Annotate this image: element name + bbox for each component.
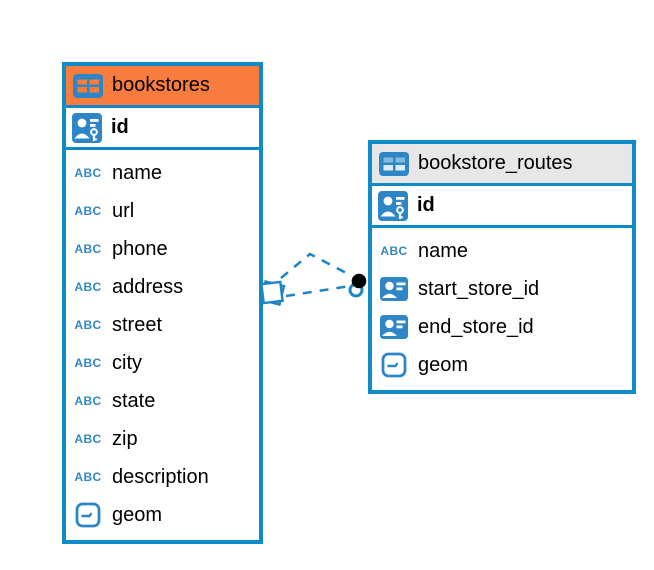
person-key-icon: [378, 190, 408, 221]
column-type-icon-slot: [379, 352, 409, 378]
column-label: state: [112, 389, 156, 412]
abc-icon: ABC: [74, 470, 102, 484]
column-label: street: [112, 313, 163, 336]
column-label: geom: [418, 353, 469, 376]
abc-icon: ABC: [74, 166, 102, 180]
column-row-address[interactable]: ABC address: [66, 268, 259, 306]
column-type-icon-slot: ABC: [73, 394, 103, 408]
column-row-description[interactable]: ABC description: [66, 458, 259, 496]
primary-key-row-id[interactable]: id: [66, 108, 259, 150]
connector-dot-marker[interactable]: [348, 273, 367, 298]
column-label: name: [418, 239, 469, 262]
column-row-phone[interactable]: ABC phone: [66, 230, 259, 268]
table-icon: [73, 73, 103, 98]
column-row-name[interactable]: ABC name: [66, 154, 259, 192]
column-row-city[interactable]: ABC city: [66, 344, 259, 382]
person-icon: [380, 277, 408, 301]
person-icon: [380, 315, 408, 339]
table-icon: [379, 151, 409, 176]
relationship-line-lower[interactable]: [285, 284, 351, 298]
column-row-geom[interactable]: geom: [372, 346, 632, 384]
primary-key-label: id: [417, 194, 435, 216]
geometry-icon: [75, 502, 101, 528]
column-row-start_store_id[interactable]: start_store_id: [372, 270, 632, 308]
primary-key-icon-slot: [72, 112, 102, 143]
abc-icon: ABC: [74, 394, 102, 408]
abc-icon: ABC: [74, 432, 102, 446]
column-type-icon-slot: ABC: [73, 166, 103, 180]
abc-icon: ABC: [74, 242, 102, 256]
column-label: phone: [112, 237, 168, 260]
column-type-icon-slot: ABC: [73, 318, 103, 332]
relationship-connector: [259, 252, 367, 306]
column-type-icon-slot: [379, 277, 409, 301]
column-row-geom[interactable]: geom: [66, 496, 259, 534]
column-label: url: [112, 199, 135, 222]
column-label: start_store_id: [418, 277, 540, 300]
connector-squares-marker[interactable]: [259, 280, 286, 306]
relationship-line-upper[interactable]: [280, 252, 353, 280]
column-type-icon-slot: ABC: [73, 242, 103, 256]
column-type-icon-slot: ABC: [73, 280, 103, 294]
column-row-street[interactable]: ABC street: [66, 306, 259, 344]
table-header-bookstores[interactable]: bookstores: [66, 66, 259, 108]
geometry-icon: [381, 352, 407, 378]
column-type-icon-slot: [73, 502, 103, 528]
column-type-icon-slot: [379, 315, 409, 339]
column-label: address: [112, 275, 184, 298]
abc-icon: ABC: [74, 204, 102, 218]
abc-icon: ABC: [380, 244, 408, 258]
column-row-state[interactable]: ABC state: [66, 382, 259, 420]
column-label: description: [112, 465, 209, 488]
abc-icon: ABC: [74, 280, 102, 294]
table-header-bookstore-routes[interactable]: bookstore_routes: [372, 144, 632, 186]
column-list: ABC name start_store_id end_store_id geom: [372, 228, 632, 390]
table-icon-slot: [379, 151, 409, 176]
column-label: zip: [112, 427, 138, 450]
column-label: city: [112, 351, 142, 374]
column-row-zip[interactable]: ABC zip: [66, 420, 259, 458]
column-type-icon-slot: ABC: [73, 204, 103, 218]
column-type-icon-slot: ABC: [73, 470, 103, 484]
primary-key-row-id[interactable]: id: [372, 186, 632, 228]
column-type-icon-slot: ABC: [379, 244, 409, 258]
column-label: geom: [112, 503, 163, 526]
primary-key-icon-slot: [378, 190, 408, 221]
person-key-icon: [72, 112, 102, 143]
table-title: bookstore_routes: [418, 152, 573, 174]
column-row-end_store_id[interactable]: end_store_id: [372, 308, 632, 346]
column-row-url[interactable]: ABC url: [66, 192, 259, 230]
table-title: bookstores: [112, 74, 210, 96]
column-label: end_store_id: [418, 315, 534, 338]
abc-icon: ABC: [74, 318, 102, 332]
column-type-icon-slot: ABC: [73, 356, 103, 370]
column-label: name: [112, 161, 163, 184]
entity-table-bookstore-routes[interactable]: bookstore_routes id ABC name start_store_…: [368, 140, 636, 394]
column-row-name[interactable]: ABC name: [372, 232, 632, 270]
table-icon-slot: [73, 73, 103, 98]
abc-icon: ABC: [74, 356, 102, 370]
primary-key-label: id: [111, 116, 129, 138]
column-type-icon-slot: ABC: [73, 432, 103, 446]
